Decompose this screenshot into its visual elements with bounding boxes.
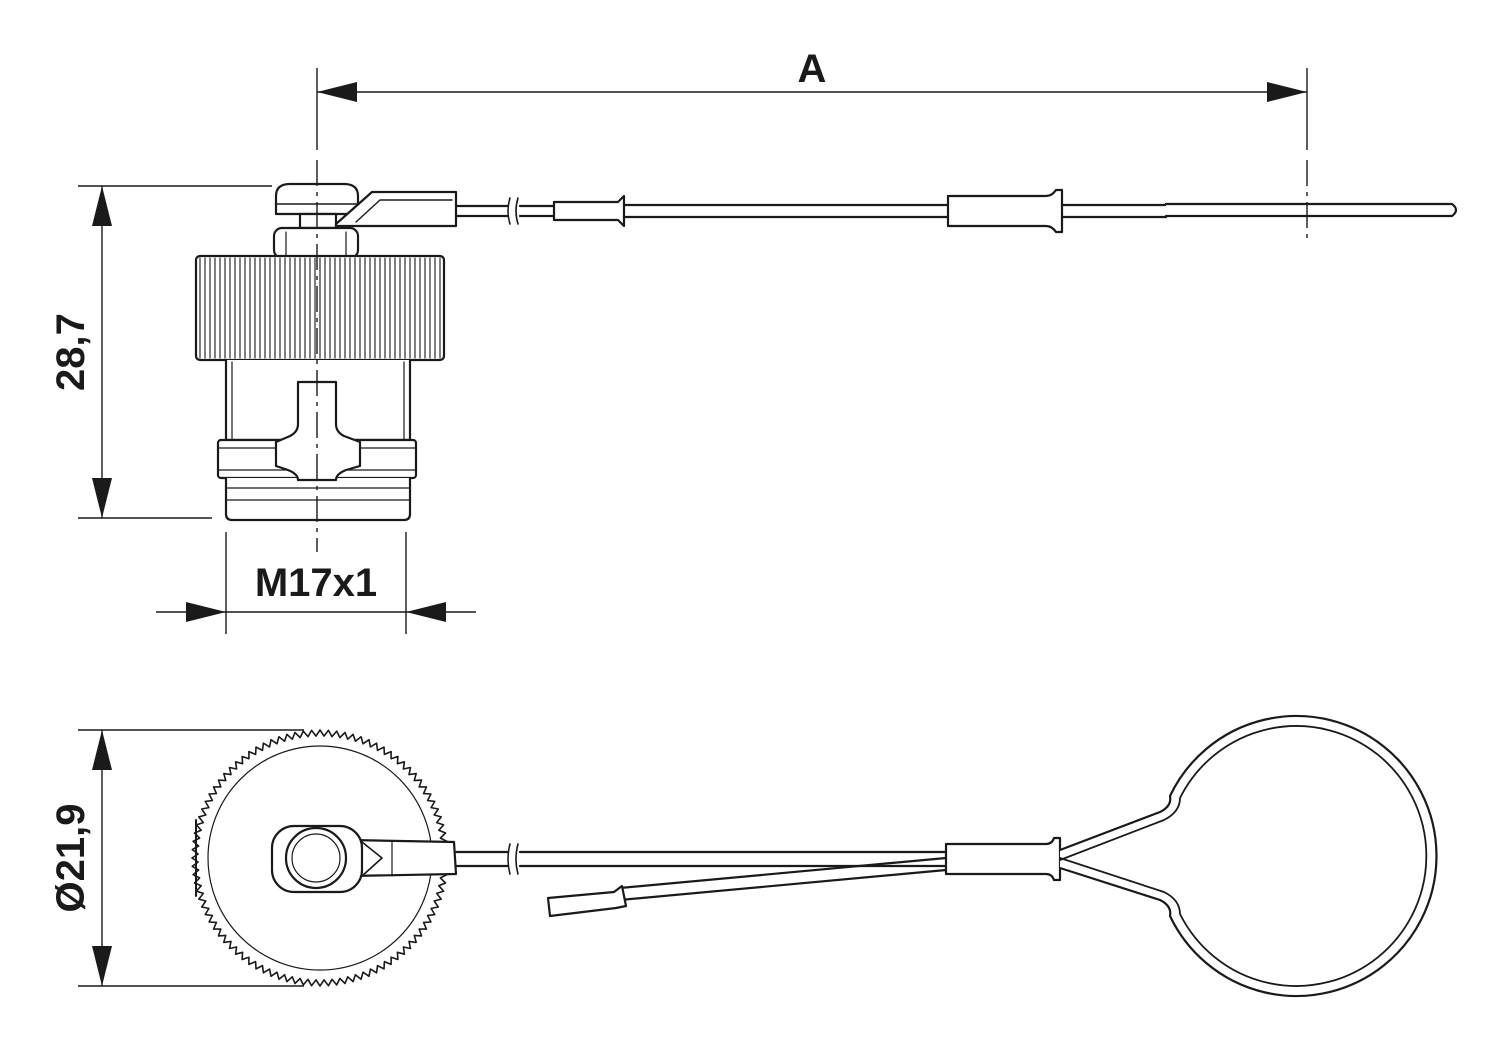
knurled-ring (194, 254, 446, 362)
rivet-top (284, 826, 348, 890)
cable-top (454, 836, 1062, 918)
rivet-head (274, 182, 360, 230)
dimension-diameter-label: Ø21,9 (49, 804, 93, 913)
dimension-lines (78, 68, 1308, 987)
dimension-arrows (92, 82, 1307, 986)
clamp-top (270, 824, 458, 894)
arrow-thread-right (406, 602, 446, 622)
dimension-a-label: A (798, 47, 827, 91)
arrow-height-top (92, 186, 112, 226)
arrow-a-left (317, 82, 357, 102)
arrow-a-right (1267, 82, 1307, 102)
arrow-height-bottom (92, 478, 112, 518)
centre-lines (316, 160, 1308, 552)
dimension-height-label: 28,7 (49, 313, 93, 391)
arrow-diameter-top (92, 730, 112, 770)
locking-key (274, 380, 362, 482)
cable-clamp-tab (334, 190, 458, 228)
arrow-diameter-bottom (92, 946, 112, 986)
dimension-thread-label: M17x1 (255, 561, 377, 605)
wire-loop (1058, 714, 1438, 998)
cable-side (454, 188, 1458, 234)
side-view (194, 182, 1458, 522)
arrow-thread-left (186, 602, 226, 622)
top-view (191, 714, 1438, 998)
